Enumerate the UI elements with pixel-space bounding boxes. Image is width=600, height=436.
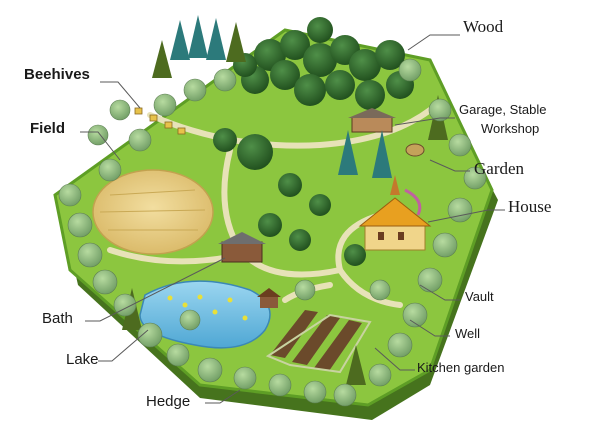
house-building [358,175,432,251]
leader-lake [98,329,149,362]
field-area [92,169,214,255]
label-field: Field [30,120,66,137]
label-kitchen-garden: Kitchen garden [417,360,505,375]
gazebo-building [257,288,281,308]
label-wood: Wood [463,17,504,36]
leader-hedge [205,389,241,404]
label-vault: Vault [465,289,494,304]
leader-beehives [100,81,141,109]
label-beehives: Beehives [24,66,90,83]
label-bath: Bath [42,310,73,327]
bath-building [218,232,266,263]
leader-field [80,131,121,161]
beehives-area [134,107,186,135]
garage-building [348,108,396,133]
interior-trees [122,95,448,385]
leader-house [427,209,505,223]
leader-kitchen-garden [374,347,415,371]
leader-garden [429,159,470,172]
wood-area [152,15,414,110]
hedge-bushes [58,58,487,407]
label-garden: Garden [474,159,525,178]
label-well: Well [455,326,481,341]
label-lake: Lake [66,351,99,368]
leader-wood [407,34,460,51]
label-hedge: Hedge [146,393,191,410]
leader-vault [419,284,460,301]
leader-bath [85,257,226,322]
leader-garage [394,117,455,126]
label-house: House [508,197,552,216]
leader-well [409,319,450,337]
label-garage-line1: Garage, Stable [459,102,547,117]
leader-lines [80,34,505,404]
kitchen-garden-area [265,310,372,374]
well-structure [405,143,425,157]
label-garage-line2: Workshop [481,121,540,136]
